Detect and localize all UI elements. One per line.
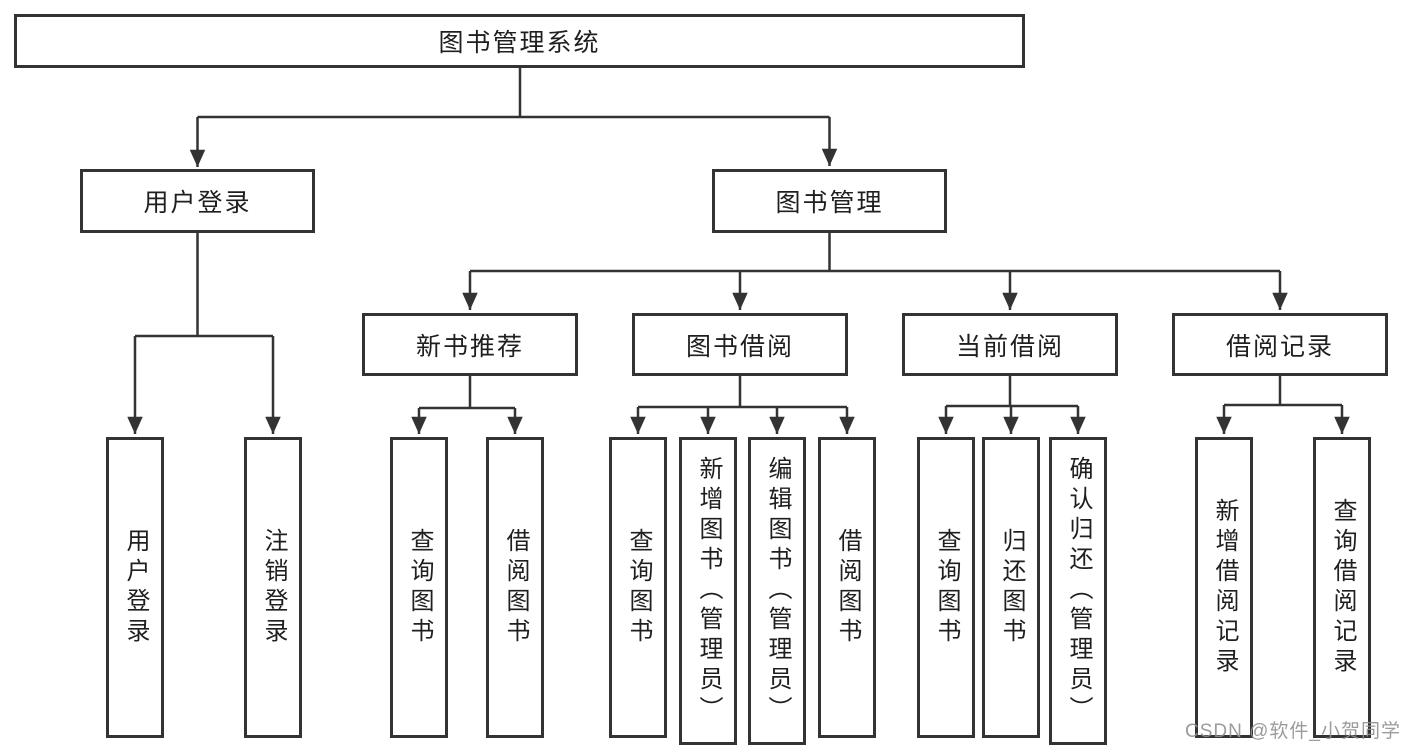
node-library-management-system: 图书管理系统 <box>14 14 1025 68</box>
node-label: 查询图书 <box>406 527 433 648</box>
node-leaf-borrow-books-recommend: 借阅图书 <box>486 437 544 738</box>
node-book-management: 图书管理 <box>712 169 947 233</box>
node-label: 图书借阅 <box>685 332 794 361</box>
node-label: 用户登录 <box>122 527 149 648</box>
node-leaf-confirm-return-admin: 确认归还（管理员） <box>1049 437 1107 745</box>
node-label: 新增图书（管理员） <box>695 456 722 726</box>
node-label: 查询图书 <box>933 527 960 648</box>
node-leaf-user-login: 用户登录 <box>106 437 164 738</box>
node-label: 新书推荐 <box>415 332 524 361</box>
node-leaf-add-book-admin: 新增图书（管理员） <box>679 437 737 745</box>
node-label: 归还图书 <box>998 527 1025 648</box>
node-leaf-add-borrow-record: 新增借阅记录 <box>1195 437 1253 738</box>
node-leaf-edit-book-admin: 编辑图书（管理员） <box>748 437 806 745</box>
node-leaf-query-books-borrow: 查询图书 <box>609 437 667 738</box>
node-leaf-return-book: 归还图书 <box>982 437 1040 738</box>
node-leaf-query-borrow-record: 查询借阅记录 <box>1313 437 1371 738</box>
node-borrowing-records: 借阅记录 <box>1172 313 1388 376</box>
node-leaf-logout: 注销登录 <box>244 437 302 738</box>
csdn-watermark: CSDN @软件_小贺同学 <box>1185 721 1401 742</box>
node-leaf-borrow-books: 借阅图书 <box>818 437 876 738</box>
node-leaf-query-books-recommend: 查询图书 <box>390 437 448 738</box>
node-label: 注销登录 <box>260 527 287 648</box>
node-new-book-recommend: 新书推荐 <box>362 313 578 376</box>
node-label: 查询借阅记录 <box>1329 497 1356 678</box>
node-user-login: 用户登录 <box>80 169 315 233</box>
node-label: 确认归还（管理员） <box>1065 456 1092 726</box>
node-label: 用户登录 <box>143 189 252 217</box>
node-label: 借阅图书 <box>834 527 861 648</box>
node-leaf-query-books-current: 查询图书 <box>917 437 975 738</box>
node-label: 当前借阅 <box>955 332 1064 361</box>
node-label: 图书管理 <box>775 189 884 217</box>
node-label: 新增借阅记录 <box>1211 497 1238 678</box>
node-label: 查询图书 <box>625 527 652 648</box>
node-label: 图书管理系统 <box>438 29 601 57</box>
node-label: 借阅图书 <box>502 527 529 648</box>
node-book-borrowing: 图书借阅 <box>632 313 848 376</box>
node-label: 编辑图书（管理员） <box>764 456 791 726</box>
node-label: 借阅记录 <box>1225 332 1334 361</box>
node-current-borrowing: 当前借阅 <box>902 313 1118 376</box>
